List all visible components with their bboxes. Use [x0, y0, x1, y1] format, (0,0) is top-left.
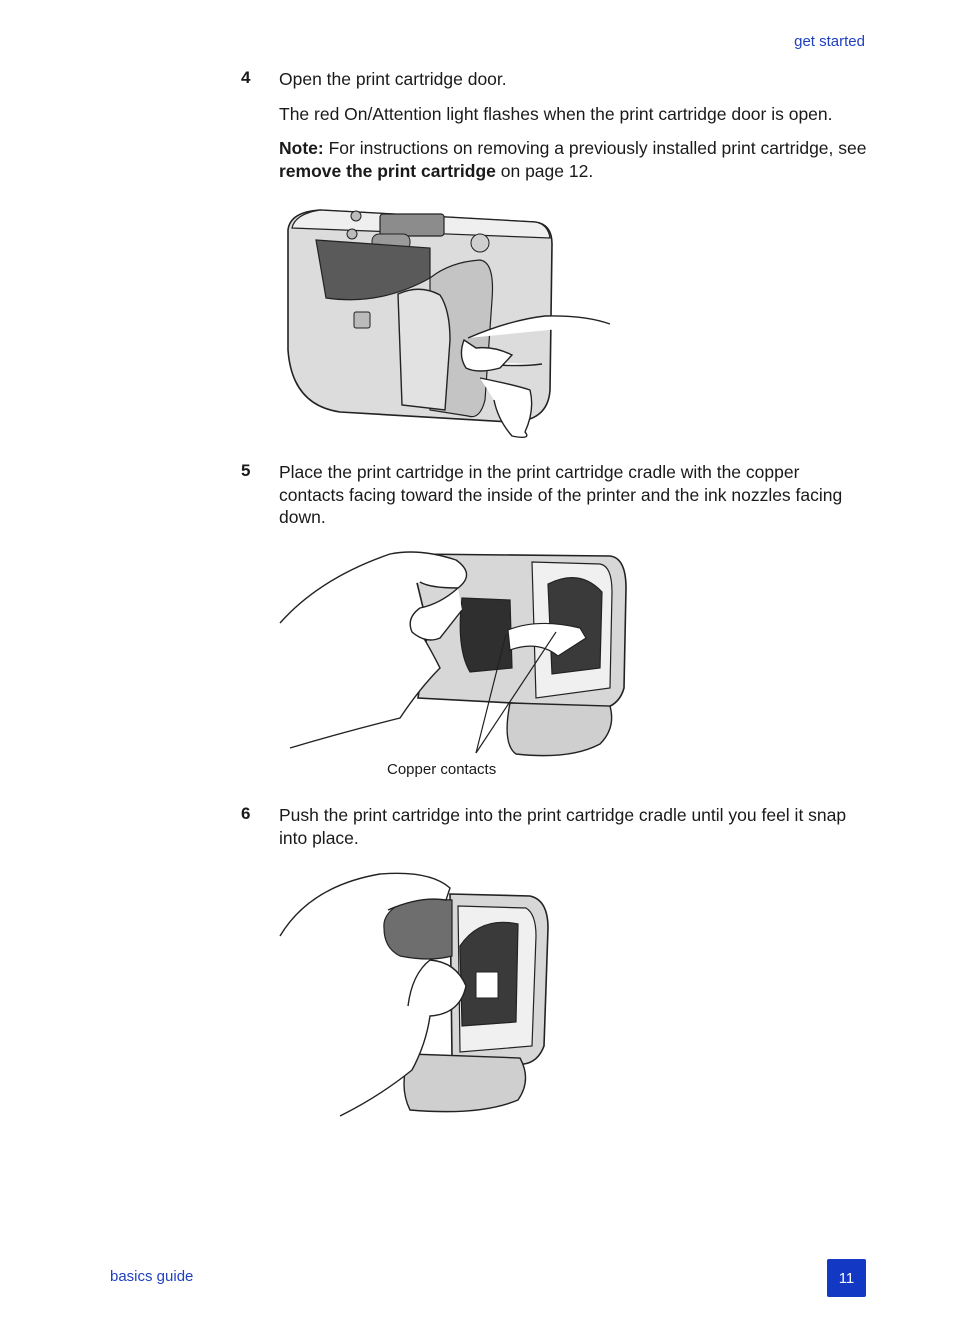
- step-text: Open the print cartridge door.: [279, 69, 507, 89]
- printer-open-door-illustration: [287, 209, 611, 439]
- step-number: 4: [241, 68, 251, 87]
- cartridge-snap-illustration: [279, 872, 549, 1117]
- step-number: 6: [241, 804, 251, 823]
- note-label: Note:: [279, 138, 324, 158]
- step-detail: The red On/Attention light flashes when …: [279, 104, 833, 124]
- note-text: For instructions on removing a previousl…: [328, 138, 867, 158]
- page-number-badge: 11: [827, 1259, 866, 1297]
- note-link[interactable]: remove the print cartridge: [279, 160, 496, 181]
- note-text-after: on page 12.: [500, 160, 594, 181]
- note: Note: For instructions on removing a pre…: [279, 137, 869, 182]
- step-text: Push the print cartridge into the print …: [279, 805, 847, 848]
- cartridge-insert-illustration: [279, 551, 627, 757]
- footer-guide-name: basics guide: [110, 1268, 194, 1285]
- step-number: 5: [241, 461, 251, 480]
- step-text: Place the print cartridge in the print c…: [279, 462, 843, 527]
- section-header: get started: [794, 33, 865, 50]
- figure-caption: Copper contacts: [387, 761, 497, 778]
